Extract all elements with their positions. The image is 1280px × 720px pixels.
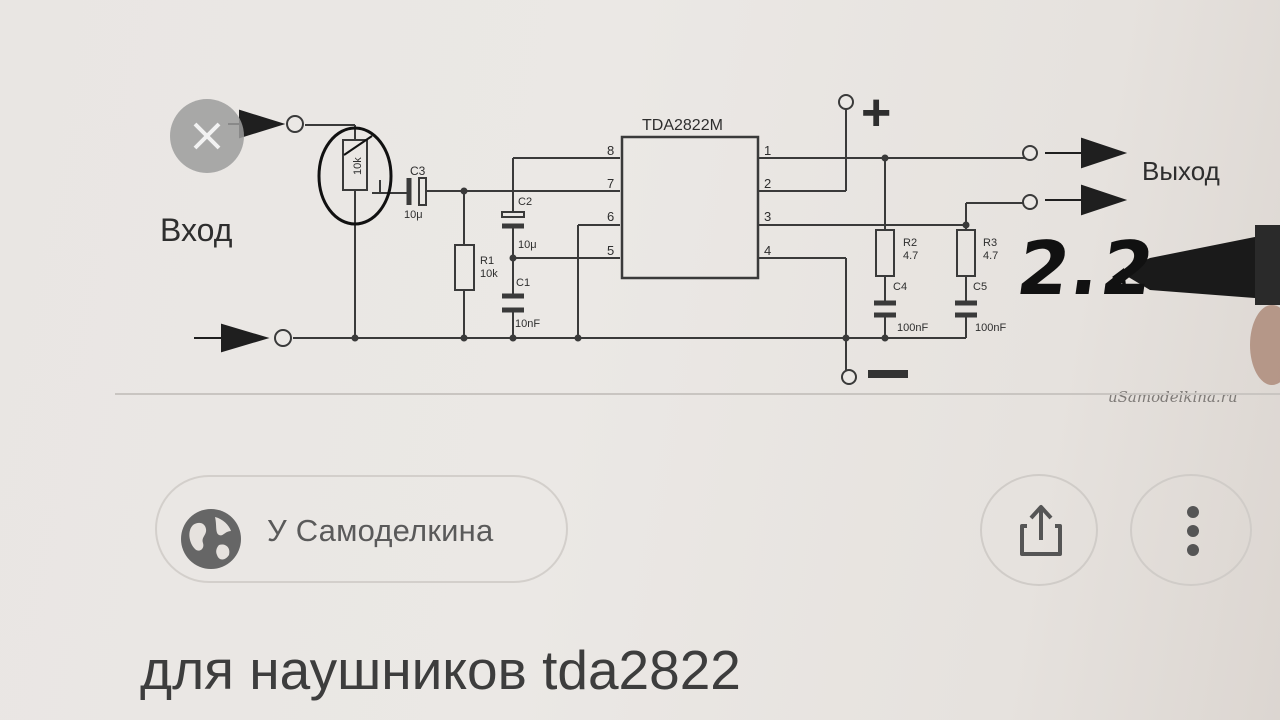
- r2-value: 4.7: [903, 250, 918, 262]
- pin-3: 3: [764, 209, 771, 224]
- c2-name: C2: [518, 196, 532, 208]
- r1-name: R1: [480, 255, 494, 267]
- globe-icon: [181, 509, 241, 569]
- pin-8: 8: [607, 143, 614, 158]
- minus-sign-bar: [868, 370, 908, 378]
- more-options-button[interactable]: [1130, 474, 1252, 586]
- pin-4: 4: [764, 243, 771, 258]
- handwritten-note: 2.2: [1011, 226, 1162, 312]
- input-label: Вход: [160, 212, 233, 248]
- pin-1: 1: [764, 143, 771, 158]
- divider: [115, 393, 1280, 395]
- close-icon: [170, 99, 244, 173]
- c3-name: C3: [410, 164, 426, 178]
- pin-7: 7: [607, 176, 614, 191]
- source-chip[interactable]: У Самоделкина: [155, 475, 568, 583]
- c4-value: 100nF: [897, 322, 928, 334]
- r1-value: 10k: [480, 268, 498, 280]
- source-name: У Самоделкина: [267, 513, 494, 548]
- pin-6: 6: [607, 209, 614, 224]
- output-label: Выход: [1142, 156, 1220, 186]
- share-button[interactable]: [980, 474, 1098, 586]
- circuit-schematic: + TDA2822M Вход Выход 8 7 6 5 1 2 3 4 10…: [160, 84, 1280, 385]
- c2-value: 10μ: [518, 239, 537, 251]
- c4-name: C4: [893, 281, 907, 293]
- result-title[interactable]: для наушников tda2822: [140, 639, 741, 701]
- c1-name: C1: [516, 277, 530, 289]
- plus-sign: +: [861, 84, 891, 142]
- more-vertical-icon: [1187, 506, 1199, 556]
- chip-label: TDA2822M: [642, 117, 723, 134]
- pin-2: 2: [764, 176, 771, 191]
- c3-value: 10μ: [404, 209, 423, 221]
- watermark: uSamodelkina.ru: [1108, 388, 1238, 406]
- c1-value: 10nF: [515, 318, 540, 330]
- c5-value: 100nF: [975, 322, 1006, 334]
- r3-name: R3: [983, 237, 997, 249]
- c5-name: C5: [973, 281, 987, 293]
- r2-name: R2: [903, 237, 917, 249]
- marker-pen: [1112, 225, 1280, 385]
- pot-label: 10k: [352, 157, 364, 175]
- pin-5: 5: [607, 243, 614, 258]
- r3-value: 4.7: [983, 250, 998, 262]
- share-icon: [1020, 505, 1062, 556]
